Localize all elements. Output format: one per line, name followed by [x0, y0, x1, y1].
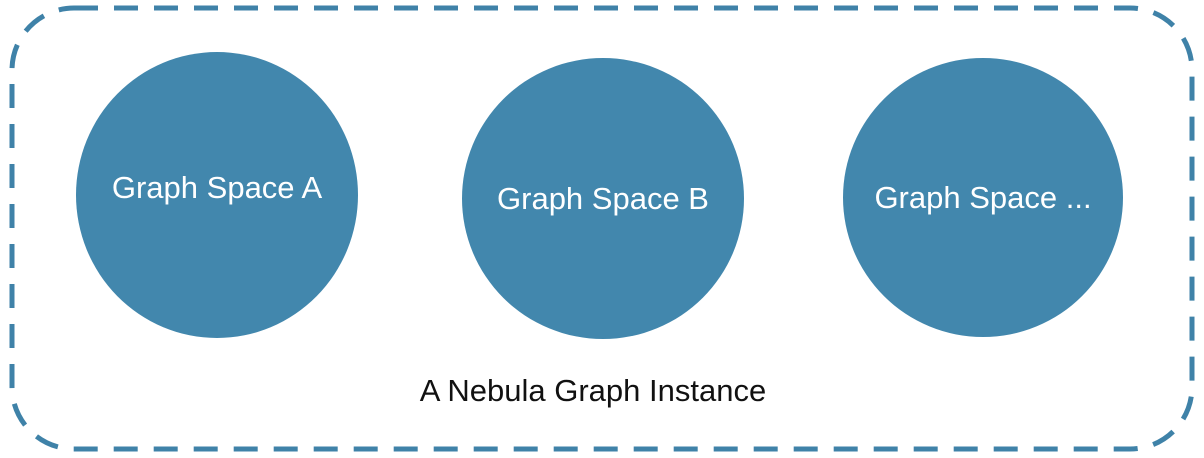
graph-space-b: Graph Space B	[462, 58, 744, 339]
graph-space-a-label: Graph Space A	[111, 169, 323, 205]
graph-space-b-label: Graph Space B	[497, 181, 709, 216]
graph-space-a: Graph Space A	[76, 52, 358, 338]
nebula-graph-instance-label: A Nebula Graph Instance	[419, 373, 767, 408]
graph-space-more: Graph Space ...	[843, 58, 1123, 337]
graph-space-more-label: Graph Space ...	[874, 180, 1092, 215]
